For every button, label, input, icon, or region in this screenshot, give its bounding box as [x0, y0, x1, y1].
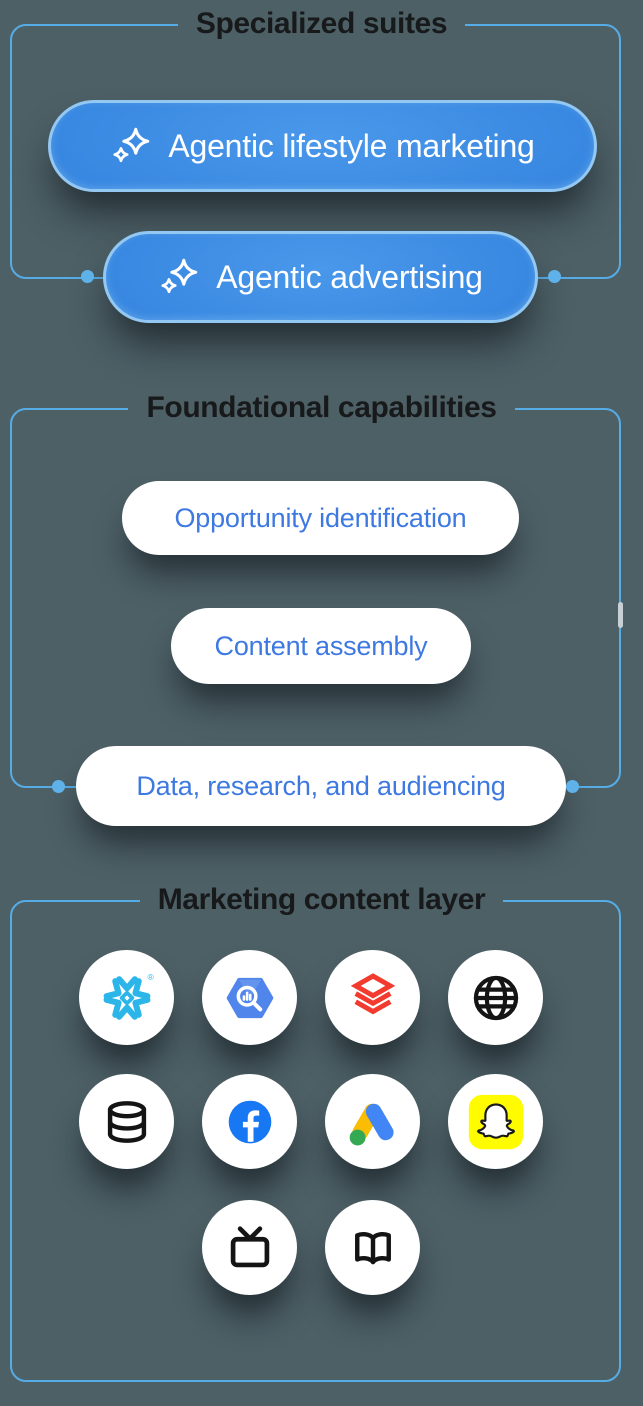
connector-dot: [52, 780, 65, 793]
button-label: Agentic lifestyle marketing: [168, 127, 535, 164]
facebook-icon: [228, 1100, 271, 1143]
foundational-capabilities-frame: [10, 408, 621, 788]
content-assembly-pill: Content assembly: [171, 608, 471, 684]
logo-badge-snapchat: [448, 1074, 543, 1169]
specialized-suites-title-text: Specialized suites: [177, 7, 466, 40]
scrollbar-thumb[interactable]: [618, 602, 623, 628]
foundational-capabilities-title-text: Foundational capabilities: [128, 391, 515, 424]
database-icon: [107, 1100, 146, 1143]
logo-badge-databricks: [325, 950, 420, 1045]
book-icon: [354, 1231, 391, 1264]
globe-icon: [473, 975, 518, 1020]
logo-badge-facebook: [202, 1074, 297, 1169]
marketing-content-layer-title-text: Marketing content layer: [139, 883, 504, 916]
sparkle-icon: [161, 258, 198, 294]
opportunity-identification-pill: Opportunity identification: [122, 481, 519, 555]
connector-dot: [548, 270, 561, 283]
databricks-icon: [350, 972, 395, 1014]
sparkle-icon: [113, 127, 150, 163]
logo-badge-snowflake: ®: [79, 950, 174, 1045]
foundational-capabilities-title: Foundational capabilities: [0, 390, 643, 426]
connector-dot: [81, 270, 94, 283]
pill-label: Content assembly: [214, 630, 428, 661]
logo-badge-tv: [202, 1200, 297, 1295]
google-ads-icon: [349, 1103, 394, 1145]
data-research-audiencing-pill: Data, research, and audiencing: [76, 746, 566, 826]
specialized-suites-title: Specialized suites: [0, 6, 643, 42]
svg-text:®: ®: [147, 971, 154, 981]
tv-icon: [230, 1225, 269, 1267]
agentic-lifestyle-marketing-button: Agentic lifestyle marketing: [48, 100, 597, 192]
logo-badge-google-ads: [325, 1074, 420, 1169]
snapchat-icon: [468, 1094, 523, 1149]
agentic-advertising-button: Agentic advertising: [103, 231, 538, 323]
logo-badge-bigquery: [202, 950, 297, 1045]
logo-badge-database: [79, 1074, 174, 1169]
marketing-content-layer-title: Marketing content layer: [0, 882, 643, 918]
pill-label: Data, research, and audiencing: [136, 770, 506, 801]
connector-dot: [566, 780, 579, 793]
button-label: Agentic advertising: [216, 258, 483, 295]
pill-label: Opportunity identification: [174, 502, 467, 533]
snowflake-icon: ®: [103, 971, 154, 1020]
logo-badge-globe: [448, 950, 543, 1045]
bigquery-icon: [226, 977, 273, 1018]
logo-badge-book: [325, 1200, 420, 1295]
